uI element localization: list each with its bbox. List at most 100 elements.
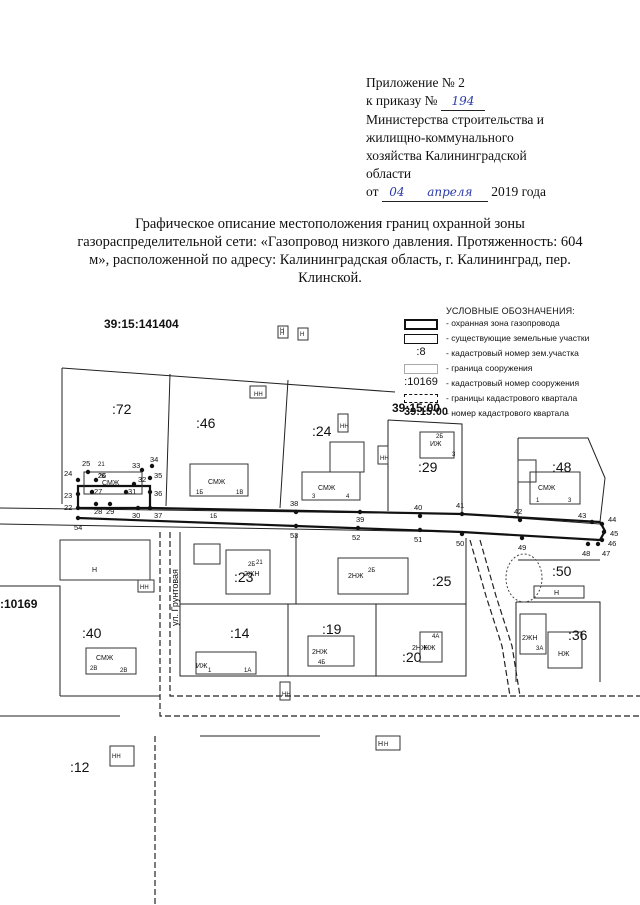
boundary-point-label: 42 [514, 507, 522, 516]
building-smzh-46 [189, 463, 249, 497]
building-type-label: СМЖ [318, 485, 336, 492]
building-mark-label: 1А [244, 668, 251, 674]
building-nn-23 [193, 543, 221, 565]
order-header: Приложение № 2 к приказу № 194 Министерс… [366, 74, 626, 202]
boundary-point [75, 491, 81, 497]
building-nzh-36 [547, 631, 583, 669]
building-type-label: СМЖ [538, 485, 556, 492]
boundary-point-label: 22 [64, 503, 72, 512]
boundary-point [459, 531, 465, 537]
building-type-label: СМЖ [96, 655, 114, 662]
boundary-point [357, 509, 363, 515]
boundary-point [89, 489, 95, 495]
boundary-point [147, 475, 153, 481]
building-nn-bottom [109, 745, 135, 767]
ministry-line-4: области [366, 166, 412, 181]
building-mark-label: 21 [256, 560, 263, 566]
boundary-point-label: 52 [352, 533, 360, 542]
boundary-point-label: 28 [94, 507, 102, 516]
building-mark-label: 2Б [248, 562, 255, 568]
boundary-point-label: 33 [132, 461, 140, 470]
legend-zone-swatch [404, 319, 438, 330]
building-mark-label: 3 [568, 498, 572, 504]
quarter-boundary [169, 532, 640, 697]
building-n-50 [533, 585, 585, 599]
parcel-number-label: :46 [196, 415, 216, 431]
boundary-point-label: 38 [290, 499, 298, 508]
boundary-point-label: 53 [290, 531, 298, 540]
building-mark-label: 1Б [196, 490, 203, 496]
boundary-point-label: 29 [106, 507, 114, 516]
boundary-point-label: 49 [518, 543, 526, 552]
boundary-point-label: 39 [356, 515, 364, 524]
building-mark-label: 3 [312, 494, 316, 500]
legend-quarter-number: 39:15:00 [404, 406, 449, 418]
boundary-point [517, 517, 523, 523]
quarter-boundary [159, 532, 640, 717]
boundary-point [131, 481, 137, 487]
date-prefix: от [366, 184, 379, 199]
parcel-number-label: :14 [230, 625, 250, 641]
handwritten-mark: 21 [98, 462, 105, 468]
boundary-point [135, 505, 141, 511]
building-mark-label: 4А [432, 634, 439, 640]
building-mark-label: 3 [452, 452, 456, 458]
building-type-label: Н [378, 741, 383, 748]
legend-structure-number: :10169 [404, 376, 438, 388]
parcel-number-label: :23 [234, 569, 254, 585]
parcel-boundary [516, 601, 601, 682]
boundary-point [85, 469, 91, 475]
document-title: Графическое описание местоположения гран… [77, 216, 583, 286]
parcel-boundary [0, 585, 61, 696]
boundary-point [293, 509, 299, 515]
legend-row-parcels: - существующие земельные участки [400, 331, 630, 346]
boundary-point [599, 537, 605, 543]
building-izh-14 [195, 651, 257, 675]
parcel-boundary [387, 419, 463, 514]
building-type-label: НН [380, 456, 389, 462]
building-nn-small [377, 445, 389, 465]
quarter-boundary [469, 539, 511, 697]
building-type-label: Н [92, 567, 97, 574]
boundary-point [147, 505, 153, 511]
boundary-point-label: 36 [154, 489, 162, 498]
building-n-bottom [375, 735, 401, 751]
boundary-point [355, 525, 361, 531]
building-smzh-40 [85, 647, 137, 675]
parcel-number-label: :24 [312, 423, 332, 439]
ministry-line-1: Министерства строительства и [366, 112, 545, 127]
quarter-boundary [479, 539, 521, 697]
ministry-line-3: хозяйства Калининградской [366, 148, 527, 163]
legend-row-protective-zone: - охранная зона газопровода [400, 316, 630, 331]
building-nzh-20 [419, 631, 443, 663]
legend-row-structure: - граница сооружения [400, 361, 630, 376]
building-2zhn-36 [519, 613, 547, 655]
quarter-number-label: 39:15:00 [392, 401, 440, 415]
boundary-point-label: 46 [608, 539, 616, 548]
parcel-number-label: :12 [70, 759, 90, 775]
boundary-point [599, 521, 605, 527]
building-mark-label: 2Б [98, 474, 105, 480]
building-mark-label: 4 [346, 494, 350, 500]
date-month: апреля [411, 183, 488, 202]
parcel-number-label: :25 [432, 573, 452, 589]
building-smzh-48 [529, 471, 581, 505]
building-type-label: Н [280, 328, 284, 334]
building-type-label: НЖ [558, 651, 570, 658]
boundary-point [75, 477, 81, 483]
boundary-point-label: 27 [94, 487, 102, 496]
boundary-point-label: 30 [132, 511, 140, 520]
building-mark-label: 2В [120, 668, 127, 674]
legend-row-quarter-number: 39:15:00 - номер кадастрового квартала [404, 406, 569, 418]
building-n-left [59, 539, 151, 581]
boundary-point-label: 26 [98, 471, 106, 480]
building-mark-label: 1 [536, 498, 540, 504]
boundary-point-label: 50 [456, 539, 464, 548]
quarter-number-label: 39:15:141404 [104, 317, 179, 331]
building-2nzh-19 [307, 635, 355, 667]
boundary-point [293, 523, 299, 529]
boundary-point-label: 35 [154, 471, 162, 480]
boundary-point [75, 505, 81, 511]
building-mark-label: 2В [90, 666, 97, 672]
